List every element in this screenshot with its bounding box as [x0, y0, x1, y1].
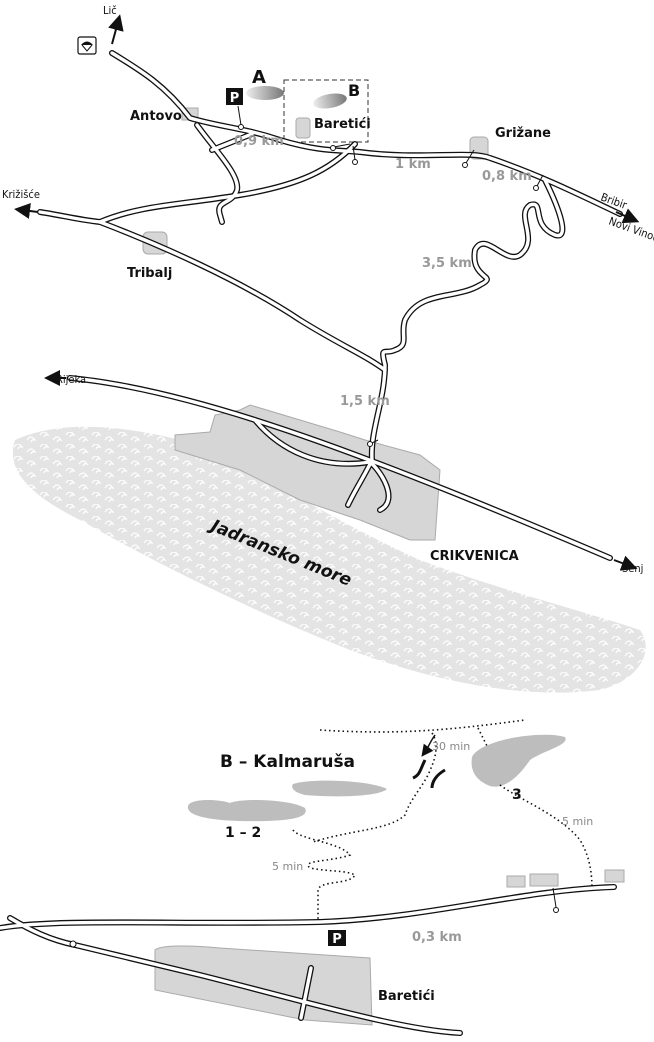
arrow-icon	[108, 14, 124, 45]
road	[253, 418, 391, 512]
detail-roads	[0, 884, 617, 1036]
arrow-icon	[14, 203, 39, 219]
junction-marker	[69, 940, 77, 948]
distance-label: 0,9 km	[234, 134, 284, 149]
sector-b-detail-frame	[283, 79, 369, 143]
distance-label: 3,5 km	[422, 256, 472, 271]
rock-step-icon	[412, 759, 427, 780]
roads	[37, 50, 623, 561]
road	[38, 142, 357, 224]
destination-rijeka: Rijeka	[56, 373, 86, 386]
road	[98, 220, 387, 372]
sector-b-label: B	[348, 81, 360, 100]
place-antovo: Antovo	[130, 109, 182, 124]
parking-marker	[552, 887, 559, 913]
rock-step-icon	[430, 768, 446, 789]
parking-icon: P	[226, 88, 243, 106]
crag-3	[471, 734, 566, 787]
parking-icon: P	[328, 930, 346, 947]
road	[0, 885, 616, 930]
road	[210, 132, 254, 152]
arrow-icon	[613, 555, 638, 571]
svg-text:P: P	[230, 91, 240, 106]
sector-a-crag	[246, 86, 284, 100]
place-tribalj: Tribalj	[127, 266, 172, 281]
distance-label: 1 km	[395, 157, 431, 172]
house	[604, 869, 625, 883]
svg-text:P: P	[332, 932, 342, 947]
time-label: 5 min	[562, 815, 593, 828]
sector-a-label: A	[252, 67, 266, 88]
destination-senj: Senj	[622, 562, 643, 575]
arrow-icon	[421, 734, 436, 757]
crag-1-2-label: 1 – 2	[225, 825, 261, 841]
distance-label: 0,3 km	[412, 930, 462, 945]
house	[506, 875, 526, 888]
paragliding-icon	[77, 36, 97, 55]
place-crikvenica: CRIKVENICA	[430, 549, 519, 564]
sea-area	[12, 426, 646, 693]
house	[529, 873, 559, 887]
road	[195, 123, 239, 224]
road	[68, 376, 612, 560]
crag-upper	[292, 780, 387, 797]
place-baretici: Baretići	[314, 117, 371, 132]
approach-trails	[292, 719, 593, 920]
arrow-icon	[615, 208, 640, 224]
place-baretici: Baretići	[378, 989, 435, 1004]
road	[346, 178, 565, 507]
road-outline	[37, 141, 358, 225]
road	[299, 966, 313, 1020]
distance-label: 1,5 km	[340, 394, 390, 409]
destination-novi-vinodolski: Novi Vinodolski	[607, 215, 654, 253]
place-grizane: Grižane	[495, 126, 551, 141]
baretici-town	[295, 117, 311, 139]
sector-b-crag	[313, 93, 347, 109]
time-label: 5 min	[272, 860, 303, 873]
time-label: 30 min	[432, 740, 470, 753]
parking-markers	[237, 105, 544, 447]
destination-krizisce: Križišće	[2, 188, 40, 201]
distance-label: 0,8 km	[482, 169, 532, 184]
road	[110, 51, 622, 216]
crag-3-label: 3	[512, 787, 522, 803]
destination-lic: Lič	[103, 4, 117, 17]
road	[8, 916, 462, 1035]
detail-map-title: B – Kalmaruša	[220, 752, 355, 772]
crag-1-2	[187, 799, 306, 822]
